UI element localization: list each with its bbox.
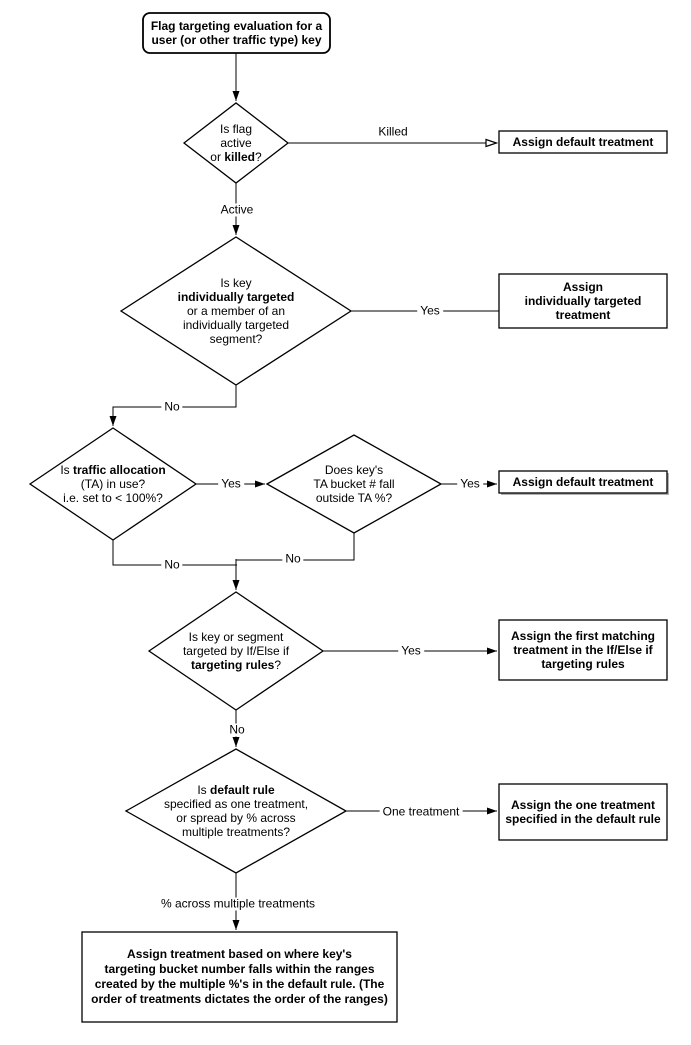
decision-individually-targeted-shape [119,236,353,386]
terminal-assign-default-killed-label: Assign default treatment [512,135,654,149]
decision-default-rule-shape [124,748,348,874]
decision-flag-active-shape [182,102,290,184]
edge-label-one-treatment: One treatment [379,805,463,819]
edge-label-no-bucket: No [282,552,304,566]
start-node-shape [142,12,331,54]
terminal-assign-default-ta-shape [498,470,668,494]
edge-label-yes-rules: Yes [398,644,424,658]
terminal-assign-by-ranges-shape [81,931,398,1023]
edge-label-no-rules: No [226,723,248,737]
decision-traffic-allocation-shape [28,427,198,541]
terminal-assign-default-killed-shape [498,130,668,154]
terminal-assign-default-ta-label: Assign default treatment [512,475,654,489]
terminal-assign-individual-shape [498,273,668,329]
edge-label-yes-bucket: Yes [457,477,483,491]
edge-label-no-ta: No [161,558,183,572]
decision-traffic-allocation-label: Is traffic allocation(TA) in use?i.e. se… [60,463,166,505]
terminal-assign-one-treatment-shape [498,783,668,841]
edge-label-killed: Killed [375,125,411,139]
edge-no-ta [112,540,237,566]
terminal-assign-first-matching-shape [498,619,668,681]
edge-label-yes-ta: Yes [218,477,244,491]
edge-label-pct-multiple: % across multiple treatments [157,897,319,911]
decision-ta-bucket-shape [265,434,443,534]
edge-no-bucket [236,533,355,561]
edge-label-active: Active [217,203,257,217]
decision-targeting-rules-shape [147,591,325,711]
edge-label-yes-individual: Yes [417,304,443,318]
edge-label-no-individual: No [161,400,183,414]
